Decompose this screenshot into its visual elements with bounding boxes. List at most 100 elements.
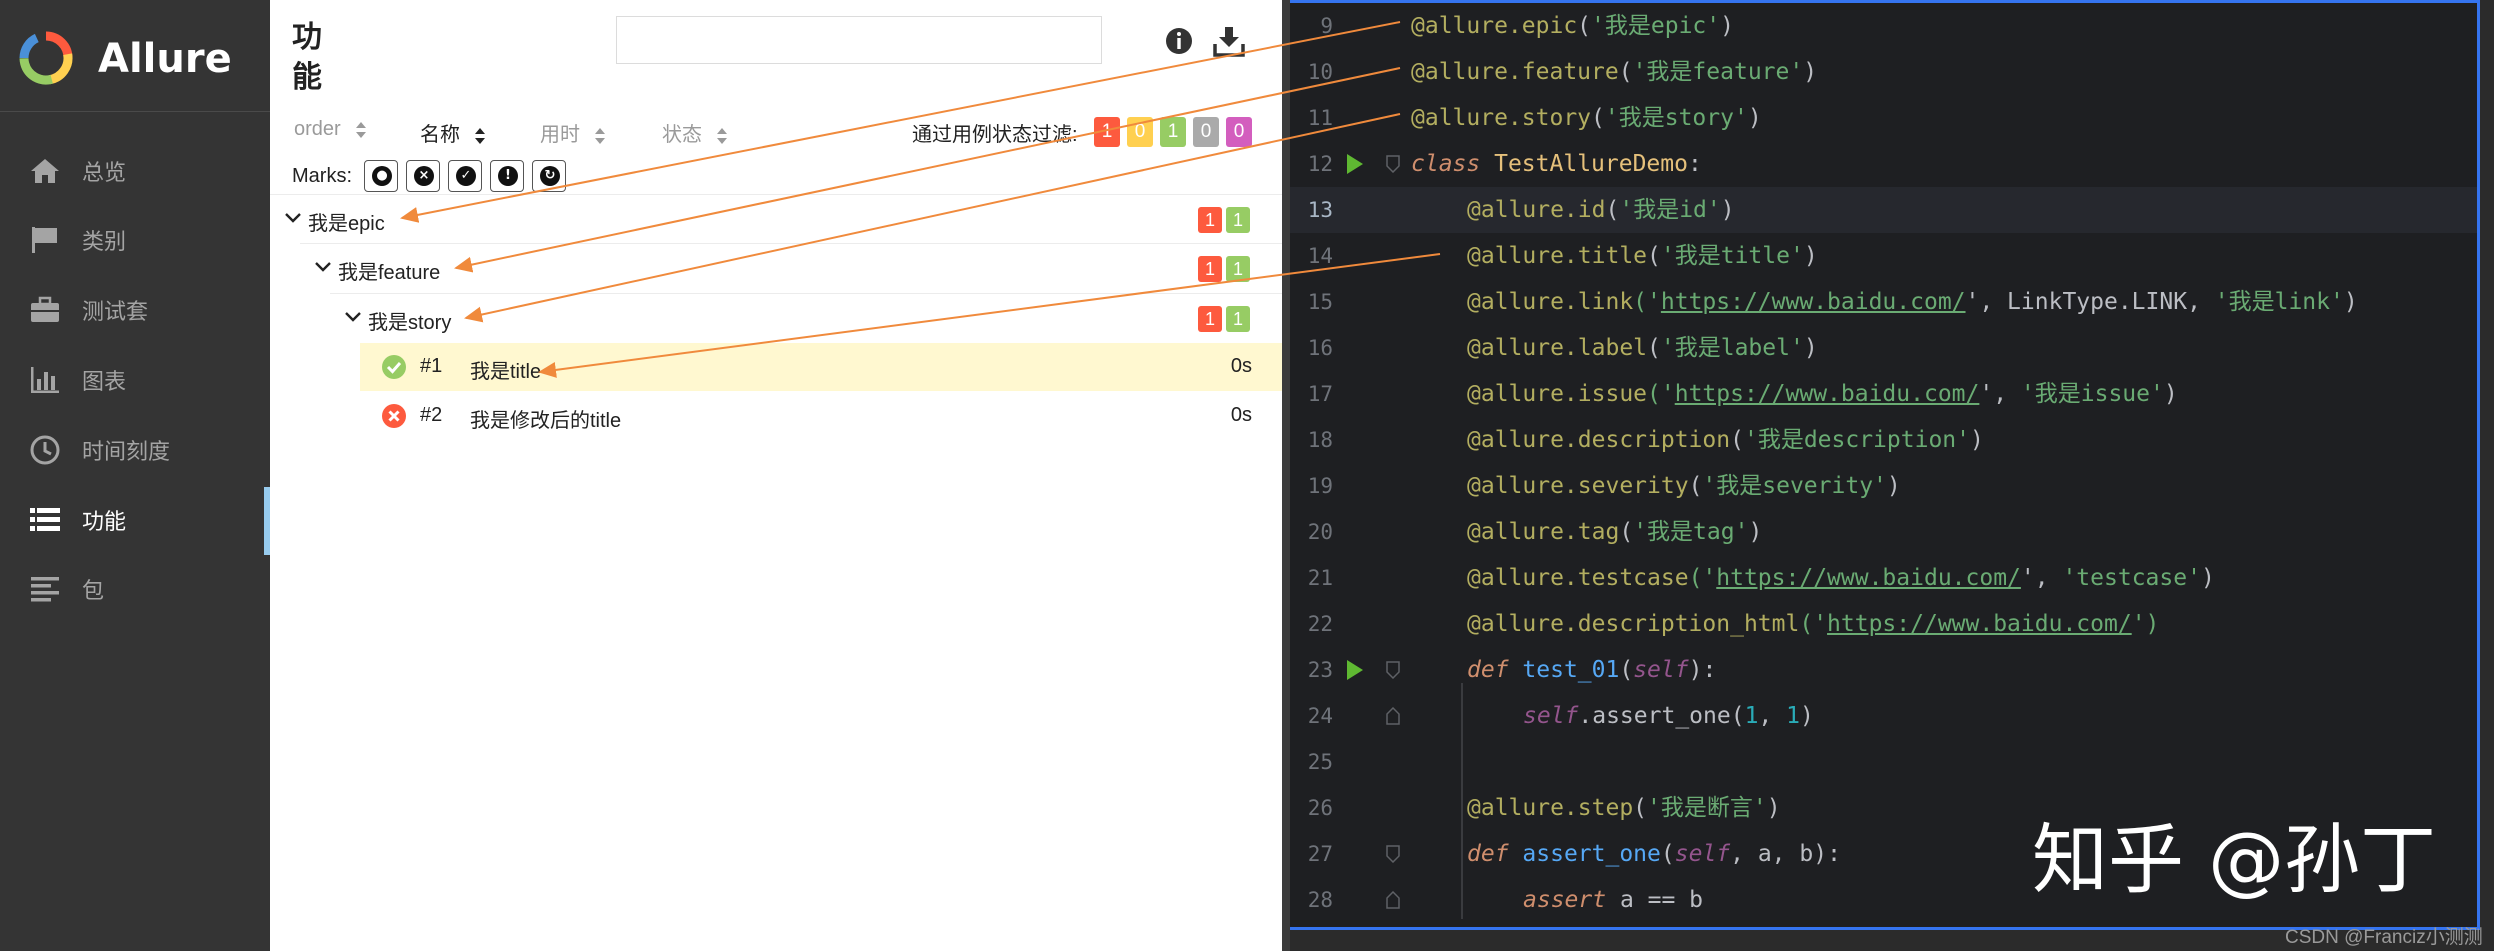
- code-line-current[interactable]: 13 @allure.id('我是id'): [1285, 187, 2477, 233]
- sidebar-item-timeline[interactable]: 时间刻度: [0, 417, 270, 483]
- chevron-down-icon: [345, 312, 361, 322]
- code-line[interactable]: 28 assert a == b: [1285, 877, 2477, 923]
- briefcase-icon: [31, 296, 59, 322]
- tree-node-epic[interactable]: 我是epic 1 1: [270, 194, 1282, 242]
- passed-count-badge: 1: [1226, 306, 1250, 332]
- code-line[interactable]: 24 self.assert_one(1, 1): [1285, 693, 2477, 739]
- filter-skipped-toggle[interactable]: 0: [1193, 117, 1219, 147]
- line-number: 19: [1307, 474, 1333, 498]
- list-icon: [30, 508, 60, 531]
- download-icon[interactable]: [1212, 24, 1246, 58]
- filter-failed-toggle[interactable]: 1: [1094, 117, 1120, 147]
- sidebar-item-packages[interactable]: 包: [0, 556, 270, 622]
- sort-by-duration[interactable]: 用时: [540, 118, 606, 147]
- sort-by-order[interactable]: order: [294, 118, 367, 141]
- code-line[interactable]: 12 class TestAllureDemo:: [1285, 141, 2477, 187]
- line-number: 16: [1307, 336, 1333, 360]
- failed-count-badge: 1: [1198, 256, 1222, 282]
- sort-by-name[interactable]: 名称: [420, 118, 486, 147]
- sidebar-item-suites[interactable]: 测试套: [0, 277, 270, 343]
- behaviors-panel: 功能 order 名称 用时 状态 通过用例状态过滤: 1 0 1 0 0 Ma…: [270, 0, 1282, 951]
- code-line[interactable]: 16 @allure.label('我是label'): [1285, 325, 2477, 371]
- sort-label: order: [294, 118, 341, 140]
- line-number: 20: [1307, 520, 1333, 544]
- code-line[interactable]: 18 @allure.description('我是description'): [1285, 417, 2477, 463]
- passed-count-badge: 1: [1226, 207, 1250, 233]
- sidebar-item-behaviors[interactable]: 功能: [0, 487, 270, 553]
- sidebar-item-categories[interactable]: 类别: [0, 207, 270, 273]
- fold-end-icon[interactable]: [1385, 707, 1401, 725]
- code-line[interactable]: 20 @allure.tag('我是tag'): [1285, 509, 2477, 555]
- code-text: @allure.link('https://www.baidu.com/', L…: [1467, 289, 2358, 315]
- fold-icon[interactable]: [1385, 661, 1401, 679]
- tree-node-label: 我是epic: [308, 213, 385, 235]
- brand-header[interactable]: Allure: [0, 0, 270, 112]
- sidebar-item-label: 测试套: [82, 299, 149, 324]
- code-text: @allure.epic('我是epic'): [1411, 13, 1734, 39]
- panel-divider[interactable]: [1282, 0, 1290, 951]
- code-line[interactable]: 19 @allure.severity('我是severity'): [1285, 463, 2477, 509]
- filter-unknown-toggle[interactable]: 0: [1226, 117, 1252, 147]
- info-icon[interactable]: [1164, 26, 1194, 56]
- line-number: 15: [1307, 290, 1333, 314]
- code-text: @allure.severity('我是severity'): [1467, 473, 1901, 499]
- mark-retries-button[interactable]: ↻: [532, 160, 566, 192]
- sidebar-item-label: 时间刻度: [82, 439, 171, 464]
- mark-flaky-button[interactable]: ●: [364, 160, 398, 192]
- flag-icon: [32, 227, 57, 253]
- editor-frame[interactable]: 9 @allure.epic('我是epic') 10 @allure.feat…: [1282, 0, 2480, 930]
- fold-icon[interactable]: [1385, 155, 1401, 173]
- code-line[interactable]: 9 @allure.epic('我是epic'): [1285, 3, 2477, 49]
- code-line[interactable]: 10 @allure.feature('我是feature'): [1285, 49, 2477, 95]
- mark-new-broken-button[interactable]: !: [490, 160, 524, 192]
- code-line[interactable]: 23 def test_01(self):: [1285, 647, 2477, 693]
- code-line[interactable]: 26 @allure.step('我是断言'): [1285, 785, 2477, 831]
- test-name: 我是修改后的title: [470, 410, 622, 432]
- tree-node-story[interactable]: 我是story 1 1: [330, 293, 1282, 341]
- code-line[interactable]: 11 @allure.story('我是story'): [1285, 95, 2477, 141]
- run-class-icon[interactable]: [1345, 152, 1365, 176]
- code-line[interactable]: 17 @allure.issue('https://www.baidu.com/…: [1285, 371, 2477, 417]
- sort-icon: [355, 121, 366, 138]
- line-number: 23: [1307, 658, 1333, 682]
- filter-passed-toggle[interactable]: 1: [1160, 117, 1186, 147]
- failed-status-icon: [382, 404, 406, 428]
- line-number: 11: [1307, 106, 1333, 130]
- line-number: 26: [1307, 796, 1333, 820]
- line-number: 17: [1307, 382, 1333, 406]
- code-line[interactable]: 21 @allure.testcase('https://www.baidu.c…: [1285, 555, 2477, 601]
- test-case-row[interactable]: #2 我是修改后的title 0s: [360, 392, 1282, 440]
- failed-count-badge: 1: [1198, 306, 1222, 332]
- chevron-down-icon: [315, 262, 331, 272]
- fold-icon[interactable]: [1385, 845, 1401, 863]
- sort-by-status[interactable]: 状态: [662, 118, 728, 147]
- filter-broken-toggle[interactable]: 0: [1127, 117, 1153, 147]
- code-line[interactable]: 22 @allure.description_html('https://www…: [1285, 601, 2477, 647]
- tree-node-label: 我是feature: [338, 262, 441, 284]
- line-number: 21: [1307, 566, 1333, 590]
- align-left-icon: [31, 577, 59, 602]
- tree-node-feature[interactable]: 我是feature 1 1: [300, 243, 1282, 291]
- status-filter-label: 通过用例状态过滤:: [912, 124, 1078, 146]
- sidebar-item-overview[interactable]: 总览: [0, 138, 270, 204]
- code-line[interactable]: 27 def assert_one(self, a, b):: [1285, 831, 2477, 877]
- line-number: 24: [1307, 704, 1333, 728]
- clock-icon: [30, 435, 60, 465]
- mark-new-failed-button[interactable]: ×: [406, 160, 440, 192]
- search-input[interactable]: [616, 16, 1102, 64]
- code-text: def assert_one(self, a, b):: [1467, 841, 1841, 867]
- run-test-icon[interactable]: [1345, 658, 1365, 682]
- marks-label: Marks:: [292, 165, 352, 187]
- fold-end-icon[interactable]: [1385, 891, 1401, 909]
- code-line[interactable]: 25: [1285, 739, 2477, 785]
- line-number: 28: [1307, 888, 1333, 912]
- passed-status-icon: [382, 355, 406, 379]
- sidebar-item-graphs[interactable]: 图表: [0, 347, 270, 413]
- times-circle-icon: ×: [414, 166, 434, 186]
- mark-new-passed-button[interactable]: ✓: [448, 160, 482, 192]
- line-number: 25: [1307, 750, 1333, 774]
- sidebar: Allure 总览 类别 测试套 图表 时间刻度 功能 包: [0, 0, 272, 951]
- code-line[interactable]: 14 @allure.title('我是title'): [1285, 233, 2477, 279]
- test-case-row[interactable]: #1 我是title 0s: [360, 343, 1282, 391]
- code-line[interactable]: 15 @allure.link('https://www.baidu.com/'…: [1285, 279, 2477, 325]
